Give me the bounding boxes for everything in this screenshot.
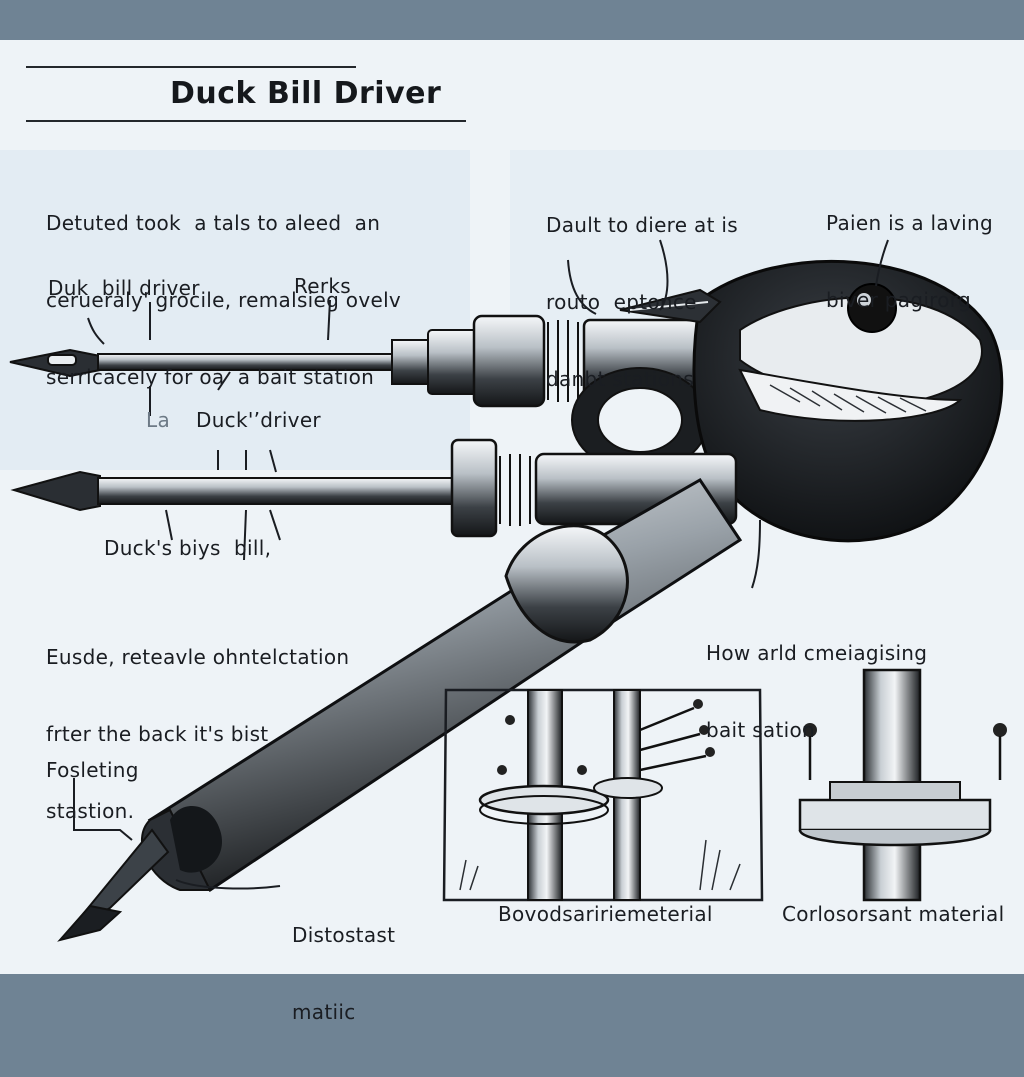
label-ducks-driver: Duck'’driver	[196, 408, 321, 432]
label-top-right-line-1: Paien is a laving	[826, 211, 993, 236]
diagram-sheet: Duck Bill Driver Detuted took a tals to …	[0, 40, 1024, 1024]
inset1-caption: Bovodsaririemeterial	[498, 902, 713, 926]
label-rerks: Rerks	[294, 274, 352, 298]
inset-bait-station-1	[442, 688, 764, 902]
label-distotstast-line-2: matiic	[292, 999, 356, 1024]
label-lower-left-line-2: frter the back it's bist	[46, 721, 269, 746]
label-ducks-biys: Duck's biys bill,	[104, 536, 272, 560]
label-intro-line-2: cerueraly' grocile, remalsieg ovelv	[46, 287, 402, 312]
title-rule-top	[26, 66, 356, 68]
label-top-right-line-2: biver pagirorg	[826, 287, 971, 312]
label-lower-left-line-1: Eusde, reteavle ohntelctation	[46, 645, 350, 670]
label-intro-line-3: serricacely for oa a bait station	[46, 364, 375, 389]
label-how-arld: How arld cmeiagising bait sation	[706, 590, 927, 795]
label-top-middle-line-2: routo eptonce	[546, 289, 697, 314]
label-top-middle-line-1: Dault to diere at is	[546, 213, 738, 238]
label-intro-line-1: Detuted took a tals to aleed an	[46, 211, 381, 236]
label-la: La	[146, 408, 170, 432]
duck-head	[619, 259, 1004, 543]
illustration	[0, 150, 1024, 942]
label-lower-left: Eusde, reteavle ohntelctation frter the …	[46, 594, 349, 876]
big-driver	[57, 478, 743, 942]
label-distotstast: Distostast matiic	[292, 872, 395, 1077]
leader-lines	[73, 239, 889, 890]
label-how-arld-line-1: How arld cmeiagising	[706, 641, 928, 666]
label-how-arld-line-2: bait sation	[706, 717, 815, 742]
label-top-right: Paien is a laving biver pagirorg	[826, 160, 993, 365]
inset2-caption: Corlosorsant material	[782, 902, 1005, 926]
inset-bait-station-2	[798, 668, 1007, 902]
label-duk-bill-driver: Duk bill driver	[48, 276, 200, 300]
wash-left	[0, 150, 470, 470]
label-distotstast-line-1: Distostast	[292, 923, 396, 948]
label-intro: Detuted took a tals to aleed an cerueral…	[46, 160, 401, 442]
label-foslering: Fosleting	[46, 758, 139, 782]
title-rule	[26, 120, 466, 122]
label-top-middle-line-3: danbt stations	[546, 366, 694, 391]
diagram-title: Duck Bill Driver	[170, 76, 442, 111]
label-top-middle: Dault to diere at is routo eptonce danbt…	[546, 162, 738, 444]
label-lower-left-line-3: stastion.	[46, 798, 135, 823]
